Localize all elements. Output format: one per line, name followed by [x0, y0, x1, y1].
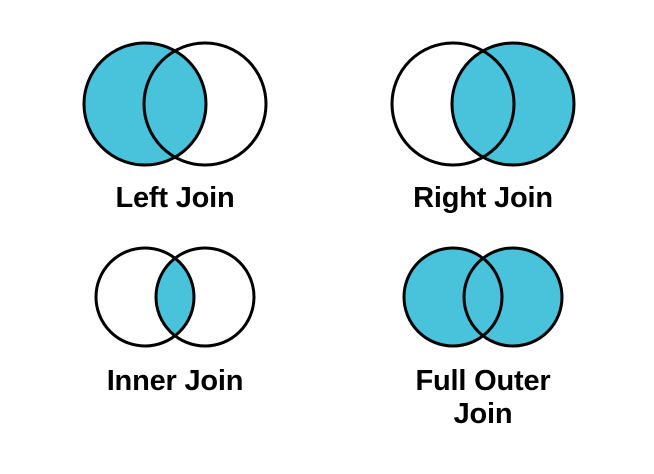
venn-cell-inner-join: Inner Join — [55, 243, 295, 398]
venn-right-circle-outline — [142, 41, 268, 167]
venn-caption-right-join: Right Join — [413, 182, 553, 214]
venn-cell-full-outer-join: Full Outer Join — [363, 243, 603, 431]
venn-cell-right-join: Right Join — [363, 38, 603, 215]
venn-left-circle-outline — [390, 41, 516, 167]
venn-left-circle-outline — [94, 246, 196, 348]
venn-left-circle-outline — [82, 41, 208, 167]
venn-svg-inner-join — [94, 246, 256, 348]
venn-cell-left-join: Left Join — [55, 38, 295, 215]
venn-right-circle-outline — [462, 246, 564, 348]
venn-right-circle-outline — [450, 41, 576, 167]
venn-overlap-region — [156, 248, 194, 346]
venn-caption-full-outer-join: Full Outer Join — [415, 365, 551, 430]
venn-figure-left-join — [70, 38, 280, 170]
venn-right-circle — [464, 248, 562, 346]
venn-right-circle-outline — [154, 246, 256, 348]
venn-figure-right-join — [378, 38, 588, 170]
venn-svg-left-join — [82, 41, 268, 167]
venn-figure-full-outer-join — [377, 243, 589, 351]
venn-svg-right-join — [390, 41, 576, 167]
venn-caption-inner-join: Inner Join — [106, 365, 244, 397]
venn-figure-inner-join — [69, 243, 281, 351]
venn-svg-full-outer-join — [402, 246, 564, 348]
venn-left-circle-outline — [402, 246, 504, 348]
venn-caption-left-join: Left Join — [115, 182, 235, 214]
